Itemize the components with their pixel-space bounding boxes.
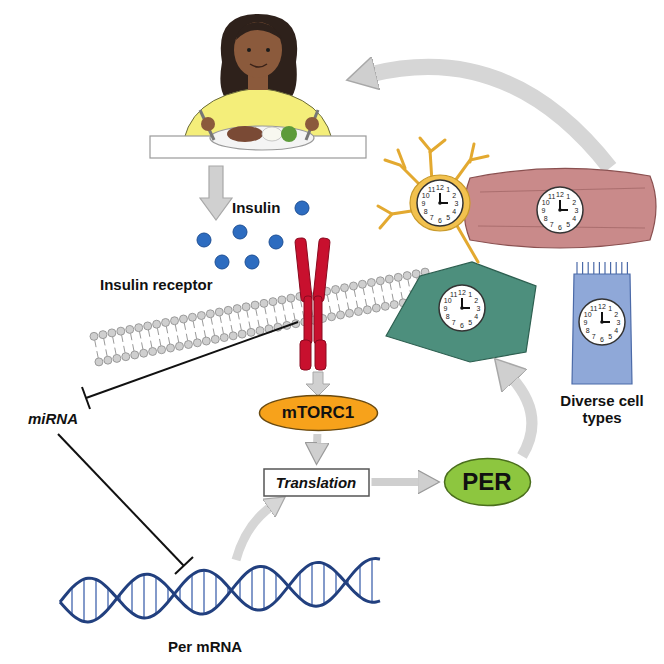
flow-arrow [313,434,321,446]
clock-number: 10 [444,296,452,303]
clock-number: 11 [548,192,555,199]
clock-number: 1 [446,185,450,192]
clock-number: 12 [436,183,444,190]
clock-number: 8 [544,215,548,222]
clock-number: 4 [452,208,456,215]
flow-arrow [372,478,421,486]
receptor-label: Insulin receptor [100,276,213,293]
inhibition-lines [58,322,298,574]
clock-faces [417,180,625,345]
clock-number: 2 [474,296,478,303]
mrna-label: Per mRNA [168,638,242,655]
clock-number: 2 [572,198,576,205]
clock-number: 6 [438,216,442,223]
molecule-label: Insulin [232,199,280,216]
mirna-label: miRNA [28,410,78,427]
clock-number: 12 [458,288,466,295]
clock-number: 10 [422,191,430,198]
clock-number: 11 [428,185,435,192]
clock-number: 10 [584,310,592,317]
per-arrow [512,378,532,456]
clock-number: 4 [474,313,478,320]
clock-number: 9 [444,305,448,312]
clock-number: 12 [556,190,564,197]
clock-number: 2 [614,310,618,317]
clock-number: 12 [598,302,606,309]
clock-number: 5 [446,214,450,221]
clock-number: 8 [446,313,450,320]
clock-number: 9 [542,207,546,214]
feedback-arrow [372,67,610,168]
clock-number: 11 [450,290,457,297]
clock-number: 7 [592,333,596,340]
cell-membrane [90,268,434,366]
clock-number: 5 [468,319,472,326]
clock-number: 1 [468,290,472,297]
node-text: mTORC1 [282,403,354,423]
clock-number: 3 [617,319,621,326]
clock-number: 11 [590,304,597,311]
clock-number: 3 [477,305,481,312]
person-eating [150,14,366,158]
clock-number: 9 [584,319,588,326]
clock-number: 7 [452,319,456,326]
clock-number: 9 [422,200,426,207]
node-text: Translation [276,474,357,491]
clock-number: 6 [460,321,464,328]
insulin-arrow [200,166,232,220]
clock-number: 8 [586,327,590,334]
insulin-receptor [295,238,331,370]
clock-number: 1 [566,192,570,199]
clock-number: 6 [600,335,604,342]
clock-number: 10 [542,198,550,205]
process-box: Translation [263,468,370,497]
clock-number: 6 [558,223,562,230]
cell-types [378,138,656,384]
cells-label: Diverse cell types [548,392,656,427]
node-text: PER [462,468,511,496]
clock-number: 7 [550,221,554,228]
clock-number: 5 [608,333,612,340]
translation-arrow [236,506,272,560]
clock-number: 7 [430,214,434,221]
clock-number: 2 [452,191,456,198]
clock-number: 1 [608,304,612,311]
clock-number: 4 [572,215,576,222]
per-mrna-strands [60,559,380,622]
process-ellipse: mTORC1 [258,394,379,432]
clock-number: 3 [455,200,459,207]
clock-number: 8 [424,208,428,215]
clock-number: 5 [566,221,570,228]
clock-number: 4 [614,327,618,334]
protein-ellipse: PER [443,457,532,507]
signal-arrow [306,372,330,396]
clock-number: 3 [575,207,579,214]
